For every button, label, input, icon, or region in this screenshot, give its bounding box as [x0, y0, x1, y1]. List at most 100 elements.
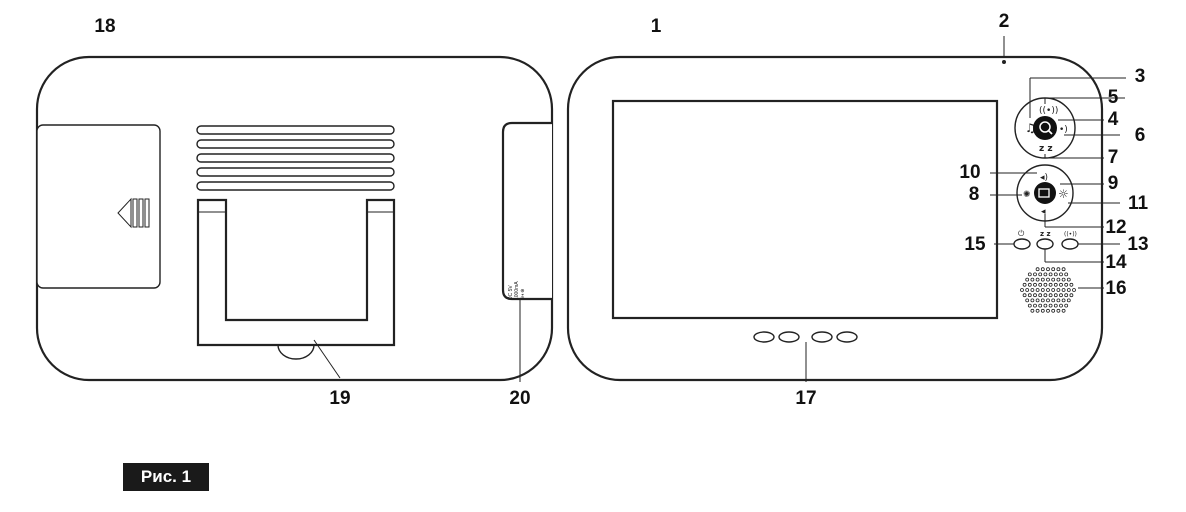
callout-11: 11: [1128, 193, 1149, 214]
sleep-zz-icon: z z: [1040, 230, 1051, 238]
grille-hole: [1040, 277, 1045, 282]
grille-hole: [1053, 293, 1058, 298]
grille-hole: [1025, 288, 1030, 292]
led-indicator: [753, 331, 775, 343]
grille-hole: [1040, 308, 1045, 313]
grille-hole: [1040, 298, 1045, 303]
grille-hole: [1061, 267, 1066, 272]
led-indicator: [778, 331, 800, 343]
grille-hole: [1053, 282, 1058, 287]
grille-hole: [1046, 298, 1050, 303]
callout-1: 1: [651, 16, 662, 37]
grille-hole: [1022, 282, 1027, 287]
grille-hole: [1056, 277, 1061, 282]
talk-icon: •): [1059, 125, 1068, 135]
power-rating-line: DC 5V: [508, 285, 514, 300]
grille-hole: [1038, 303, 1043, 308]
grille-hole: [1046, 288, 1050, 292]
grille-hole: [1035, 308, 1040, 313]
grille-hole: [1064, 282, 1069, 287]
grille-hole: [1056, 308, 1061, 313]
grille-hole: [1027, 282, 1032, 287]
grille-hole: [1040, 267, 1045, 272]
callout-13: 13: [1127, 234, 1148, 255]
grille-hole: [1046, 308, 1050, 313]
battery-cover-panel: [36, 124, 161, 289]
grille-hole: [1046, 277, 1050, 282]
grille-hole: [1069, 293, 1074, 298]
grille-hole: [1046, 267, 1050, 272]
brightness-icon: ✺: [1023, 190, 1031, 200]
small-buttons: ⏻ z z ((•)): [1013, 229, 1079, 250]
power-rating-line: 1000mA: [514, 281, 520, 300]
grille-hole: [1033, 272, 1037, 277]
callout-20: 20: [509, 388, 530, 409]
callout-18: 18: [94, 16, 115, 37]
grille-hole: [1051, 267, 1056, 272]
sleep-button: [1036, 238, 1054, 250]
grille-hole: [1043, 272, 1048, 277]
led-indicator: [811, 331, 833, 343]
grille-hole: [1059, 282, 1063, 287]
stand-notch: [277, 344, 315, 360]
grille-hole: [1027, 293, 1032, 298]
grille-hole: [1053, 272, 1058, 277]
grille-hole: [1066, 288, 1071, 292]
grille-hole: [1020, 288, 1024, 292]
grille-hole: [1064, 303, 1069, 308]
power-icon: ⏻: [1018, 229, 1025, 238]
grille-hole: [1061, 298, 1066, 303]
figure-caption: Рис. 1: [123, 463, 209, 491]
grille-hole: [1027, 272, 1032, 277]
callout-10: 10: [959, 162, 980, 183]
grille-hole: [1038, 272, 1043, 277]
magnifier-icon: [1033, 116, 1057, 140]
speaker-grille: [1020, 267, 1076, 313]
grille-hole: [1051, 277, 1056, 282]
grille-hole: [1072, 288, 1076, 292]
grille-hole: [1056, 267, 1061, 272]
grille-hole: [1022, 293, 1027, 298]
volume-down-icon: ◂: [1041, 207, 1046, 217]
grille-hole: [1051, 288, 1056, 292]
grille-hole: [1033, 282, 1037, 287]
grille-hole: [1059, 272, 1063, 277]
grille-hole: [1056, 298, 1061, 303]
grille-hole: [1061, 288, 1066, 292]
callout-4: 4: [1108, 109, 1119, 130]
magnifier-handle: [1047, 129, 1053, 135]
sun-icon: ☼: [1058, 187, 1069, 201]
kickstand: [196, 198, 396, 360]
callout-labels: 1 2 3 4 5 6 7 8 9 10 11 12 13 14 15 16 1…: [94, 11, 1148, 409]
camera-icon: [1034, 182, 1056, 204]
grille-hole: [1061, 308, 1066, 313]
callout-3: 3: [1135, 66, 1146, 87]
grille-hole: [1048, 303, 1053, 308]
battery-cover: [36, 124, 161, 289]
vent-slot: [196, 153, 395, 163]
grille-hole: [1035, 298, 1040, 303]
grille-hole: [1030, 288, 1035, 292]
grille-hole: [1043, 282, 1048, 287]
side-panel: [501, 121, 552, 301]
grille-hole: [1035, 288, 1040, 292]
grille-hole: [1066, 298, 1071, 303]
grille-hole: [1066, 277, 1071, 282]
magnifier-lens: [1039, 121, 1051, 133]
grille-hole: [1038, 282, 1043, 287]
callout-17: 17: [795, 388, 816, 409]
vent-slot: [196, 139, 395, 149]
grille-hole: [1051, 298, 1056, 303]
grille-hole: [1030, 298, 1035, 303]
screen: [611, 99, 999, 320]
grille-hole: [1056, 288, 1061, 292]
grille-hole: [1030, 308, 1035, 313]
grille-hole: [1043, 293, 1048, 298]
front-view: ♫ ((•)) •) z z ◂) ◂ ✺ ☼ ⏻ z z ((•)): [566, 55, 1104, 382]
grille-hole: [1064, 293, 1069, 298]
vibrate-button: [1061, 238, 1079, 250]
vibrate-icon: ((•)): [1064, 231, 1077, 238]
lower-control-cluster: ◂) ◂ ✺ ☼: [1016, 164, 1074, 222]
grille-hole: [1048, 293, 1053, 298]
grille-hole: [1035, 277, 1040, 282]
